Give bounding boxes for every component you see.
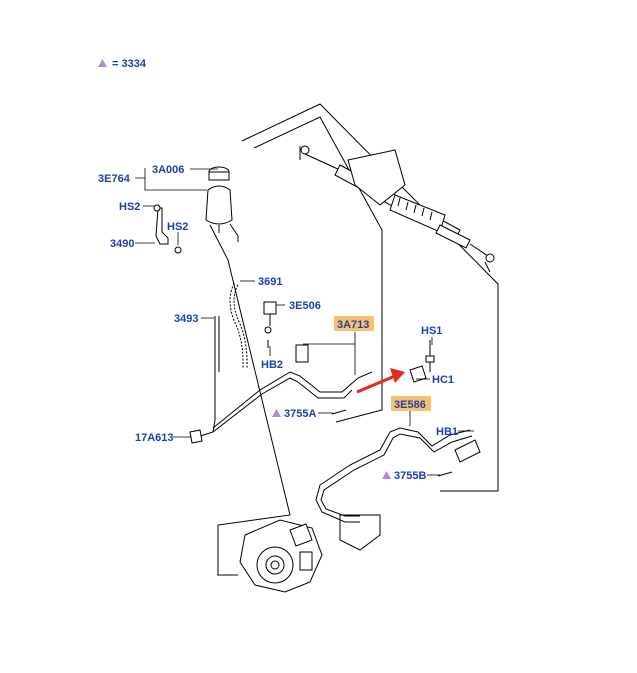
legend-text: = 3334 [112, 58, 147, 70]
legend-triangle-icon [98, 59, 107, 67]
triangle-3755a-icon [272, 409, 281, 417]
leader-lines [135, 168, 474, 476]
assembly-direction-arrow [356, 374, 396, 394]
label-3e586: 3E586 [394, 399, 426, 411]
label-3755b: 3755B [394, 470, 426, 482]
highlight-3a713 [334, 316, 374, 331]
bracket-3490 [153, 204, 182, 254]
label-3490: 3490 [110, 238, 134, 250]
highlight-3e586 [391, 396, 431, 411]
label-3e764: 3E764 [98, 173, 131, 185]
triangle-3755b-icon [382, 471, 391, 479]
fitting-hs1-hc1 [409, 340, 435, 383]
pump-callout-frame [209, 224, 291, 576]
label-hs1: HS1 [421, 325, 442, 337]
label-hc1: HC1 [432, 374, 454, 386]
clip-3e506 [263, 301, 277, 315]
steering-rack [299, 145, 495, 273]
power-steering-pump [239, 519, 323, 593]
label-hs2-b: HS2 [167, 221, 188, 233]
label-hb1: HB1 [436, 426, 458, 438]
label-hs2-a: HS2 [119, 201, 140, 213]
label-17a613: 17A613 [135, 432, 174, 444]
label-3755a: 3755A [284, 408, 316, 420]
label-3493: 3493 [174, 313, 198, 325]
label-3a713: 3A713 [337, 319, 369, 331]
steering-rack-callout-frame [241, 103, 499, 492]
label-hb2: HB2 [261, 359, 283, 371]
label-3691: 3691 [258, 276, 282, 288]
pressure-line-3a713 [212, 371, 373, 429]
reservoir [205, 166, 239, 242]
label-3e506: 3E506 [289, 300, 321, 312]
return-line-3e586 [315, 427, 471, 523]
label-3a006: 3A006 [152, 164, 184, 176]
